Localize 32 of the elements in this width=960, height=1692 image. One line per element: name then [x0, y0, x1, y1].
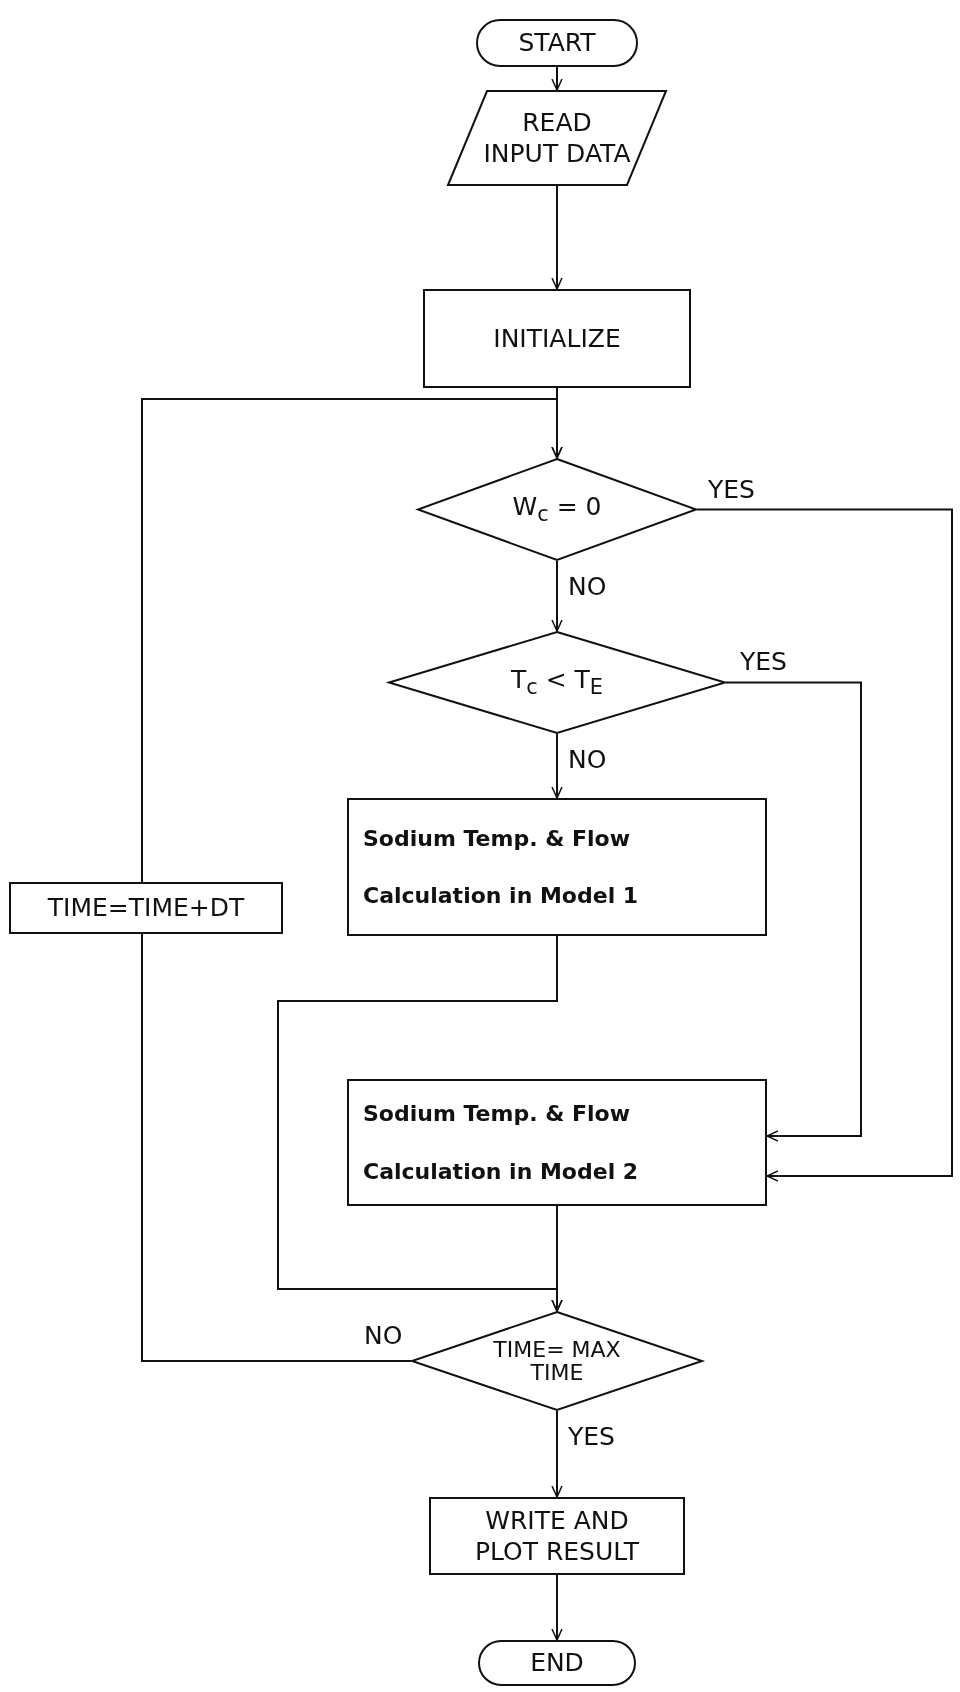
- node-label: TIME=TIME+DT: [47, 892, 245, 924]
- process-box: [9, 882, 283, 934]
- connector-arrow: [551, 185, 563, 290]
- decision-diamond: [388, 631, 726, 734]
- connector-arrow: [141, 398, 563, 883]
- process-box: [429, 1497, 685, 1575]
- connector-arrow: [551, 1205, 563, 1312]
- connector-arrow: [551, 733, 563, 799]
- node-label: W$_{c}$ = 0: [512, 491, 602, 528]
- node-label: WRITE AND PLOT RESULT: [473, 1504, 641, 1568]
- process-text: Sodium Temp. & Flow Calculation in Model 2: [362, 1100, 640, 1186]
- process-text: Sodium Temp. & Flow Calculation in Model 1: [362, 824, 640, 910]
- node-label: START: [518, 27, 596, 59]
- node-label: END: [530, 1647, 584, 1679]
- process-box: [347, 1079, 767, 1206]
- node-label: INITIALIZE: [493, 322, 621, 355]
- end-terminal: [478, 1640, 636, 1686]
- process-box: [347, 798, 767, 936]
- decision-diamond: [417, 458, 697, 561]
- connector-arrow: [551, 560, 563, 632]
- decision-diamond: [411, 1311, 703, 1411]
- connector-arrow: [551, 1410, 563, 1498]
- node-label: TIME= MAX TIME: [492, 1337, 622, 1385]
- process-box: [423, 289, 691, 388]
- node-label: READ INPUT DATA: [482, 106, 632, 170]
- connector-arrow: [551, 66, 563, 91]
- start-terminal: [476, 19, 638, 67]
- node-label: T$_{c}$ < T$_{E}$: [511, 664, 603, 701]
- input-parallelogram: [447, 90, 667, 186]
- connector-arrow: [696, 508, 953, 1182]
- connector-arrow: [725, 681, 862, 1142]
- connector-arrow: [551, 1574, 563, 1641]
